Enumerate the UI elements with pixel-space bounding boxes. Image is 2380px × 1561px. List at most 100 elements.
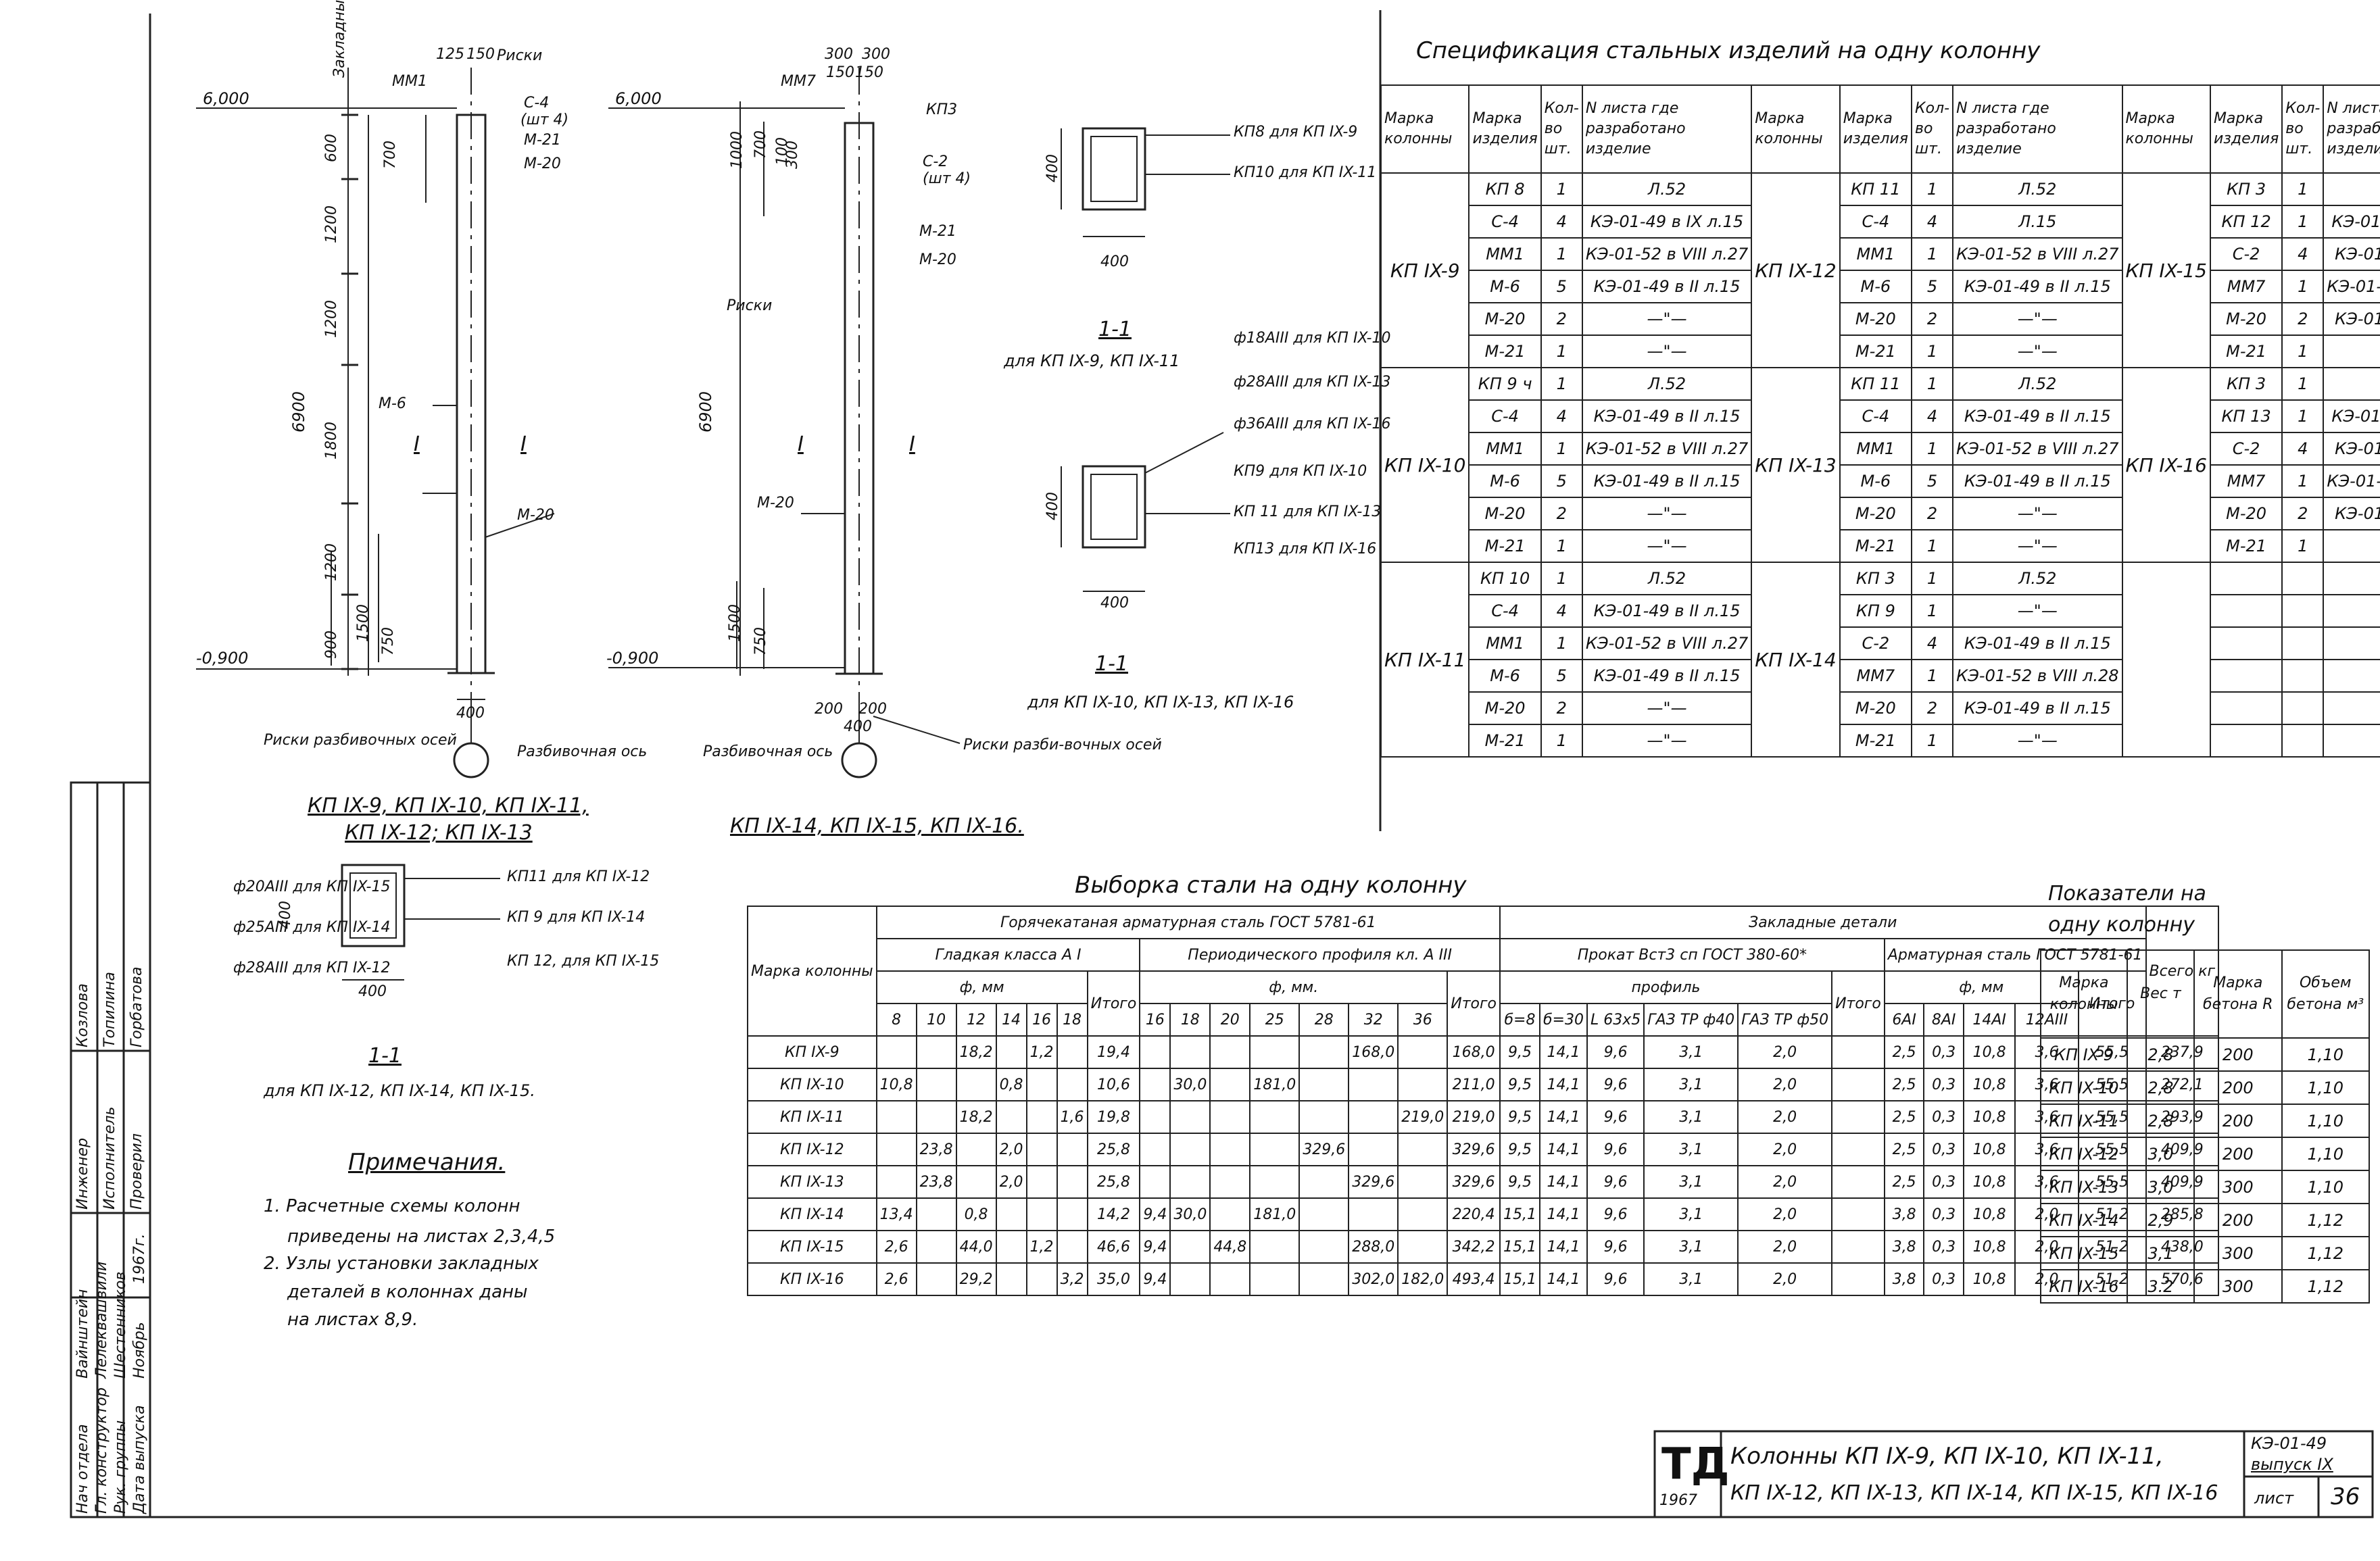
spec-cell-mark: КП 3 — [2209, 172, 2283, 206]
selection-subtotal — [1831, 1230, 1885, 1264]
spec-cell-mark: М-21 — [1839, 724, 1913, 758]
spec-cell-sheet: Л.52 — [1581, 367, 1753, 401]
spec-cell-qty: 1 — [1540, 432, 1583, 466]
selection-diameter: б=8 — [1499, 1003, 1540, 1037]
spec-header-cell: N листа где разработано изделие — [2323, 84, 2380, 174]
title-block-logo: ТД — [1661, 1439, 1730, 1489]
col1-risks: Риски разбивочных осей — [264, 732, 457, 749]
selection-cell — [1397, 1165, 1449, 1199]
spec-cell-sheet: Л.52 — [1581, 172, 1753, 206]
col1-label-c4-count: (шт 4) — [520, 112, 569, 128]
selection-diameter: 25 — [1249, 1003, 1301, 1037]
indicators-cell: КП IX-13 — [2040, 1170, 2128, 1204]
selection-cell: 30,0 — [1169, 1068, 1211, 1101]
selection-cell: 10,8 — [1962, 1100, 2016, 1134]
spec-cell-sheet: КЭ-01-49 в II л.15 — [2323, 302, 2380, 336]
spec-cell-mark: ММ7 — [2209, 464, 2283, 498]
spec-cell-mark: С-2 — [2209, 237, 2283, 271]
indicators-cell: 300 — [2193, 1236, 2283, 1270]
indicators-cell: 200 — [2193, 1070, 2283, 1105]
indicators-cell: 200 — [2193, 1104, 2283, 1138]
selection-cell: 302,0 — [1348, 1262, 1399, 1296]
spec-column-mark: КП IX-12 — [1751, 172, 1841, 368]
spec-cell-mark: М-20 — [1839, 691, 1913, 725]
indicators-title: Показатели на одну колонну — [2048, 882, 2206, 937]
selection-cell — [875, 1133, 917, 1166]
col2-section-mark-2: I — [909, 432, 915, 456]
col2-label-m21: М-21 — [919, 223, 956, 240]
sec2-label-4: КП9 для КП IX-10 — [1234, 463, 1367, 480]
spec-column-mark: КП IX-13 — [1751, 367, 1841, 563]
spec-cell-qty: 1 — [1911, 432, 1954, 466]
selection-cell: 3,1 — [1643, 1230, 1739, 1264]
spec-cell-mark: М-21 — [2209, 529, 2283, 563]
spec-header-cell: Кол-во шт. — [1540, 84, 1583, 174]
col2-label-kp3: КП3 — [926, 101, 958, 118]
selection-cell — [955, 1165, 997, 1199]
spec-cell-sheet: КЭ-01-49 в II л.15 — [1581, 594, 1753, 628]
selection-cell — [995, 1035, 1027, 1069]
stamp-role-1: Нач отдела — [74, 1424, 91, 1514]
indicators-cell: 1,10 — [2281, 1104, 2371, 1138]
selection-cell: 0,8 — [955, 1197, 997, 1231]
stamp-name-3: Шестенников — [112, 1271, 129, 1379]
selection-cell — [995, 1262, 1027, 1296]
spec-cell-qty — [2281, 594, 2325, 628]
selection-cell — [1348, 1197, 1399, 1231]
spec-cell-sheet: Л.52 — [1952, 172, 2123, 206]
selection-diameter: 18 — [1056, 1003, 1088, 1037]
spec-cell-qty: 5 — [1540, 659, 1583, 693]
selection-cell: 329,6 — [1348, 1165, 1399, 1199]
selection-diameter: 28 — [1298, 1003, 1350, 1037]
selection-mark: КП IX-10 — [747, 1068, 877, 1101]
stamp-name-5: Козлова — [74, 983, 91, 1047]
title-block-issue: выпуск IX — [2251, 1455, 2333, 1474]
selection-mark: КП IX-14 — [747, 1197, 877, 1231]
spec-header-cell: Марка колонны — [2121, 84, 2211, 174]
col1-axis: Разбивочная ось — [517, 743, 648, 760]
selection-cell: 13,4 — [875, 1197, 917, 1231]
col2-bottom-dim-3: 400 — [844, 718, 872, 735]
selection-cell — [1249, 1230, 1301, 1264]
selection-subtotal: 168,0 — [1447, 1035, 1501, 1069]
spec-cell-qty: 4 — [1911, 205, 1954, 239]
selection-cell: 9,4 — [1139, 1230, 1171, 1264]
spec-cell-mark — [2209, 691, 2283, 725]
selection-cell: 0,3 — [1923, 1165, 1964, 1199]
spec-cell-mark: КП 3 — [1839, 562, 1913, 595]
spec-cell-qty: 5 — [1911, 464, 1954, 498]
col1-label-c4: С-4 — [524, 95, 550, 112]
spec-cell-sheet: КЭ-01-52 в II л.15 — [2323, 432, 2380, 466]
spec-header-cell: N листа где разработано изделие — [1952, 84, 2123, 174]
selection-cell — [1249, 1035, 1301, 1069]
selection-cell: 15,1 — [1499, 1262, 1540, 1296]
selection-cell — [1025, 1100, 1058, 1134]
indicators-header-cell: Марка бетона R — [2193, 949, 2283, 1039]
selection-cell — [915, 1262, 957, 1296]
selection-mark: КП IX-9 — [747, 1035, 877, 1069]
spec-cell-mark: М-20 — [2209, 497, 2283, 530]
spec-cell-qty: 4 — [1540, 205, 1583, 239]
selection-cell — [1209, 1068, 1251, 1101]
selection-cell — [1397, 1133, 1449, 1166]
selection-cell — [1249, 1165, 1301, 1199]
selection-cell: 14,1 — [1538, 1197, 1588, 1231]
selection-cell: 10,8 — [1962, 1230, 2016, 1264]
selection-subtotal: 219,0 — [1447, 1100, 1501, 1134]
spec-cell-qty — [2281, 691, 2325, 725]
indicators-cell: 2,8 — [2126, 1037, 2195, 1072]
selection-cell — [1209, 1165, 1251, 1199]
spec-cell-sheet — [2323, 691, 2380, 725]
notes-line-3: 2. Узлы установки закладных — [264, 1254, 539, 1274]
selection-cell: 182,0 — [1397, 1262, 1449, 1296]
col1-caption-2: КП IX-12; КП IX-13 — [345, 821, 533, 845]
selection-cell: 2,0 — [1737, 1100, 1833, 1134]
notes-title: Примечания. — [348, 1149, 506, 1176]
notes-line-2: приведены на листах 2,3,4,5 — [287, 1226, 556, 1247]
selection-cell — [915, 1035, 957, 1069]
